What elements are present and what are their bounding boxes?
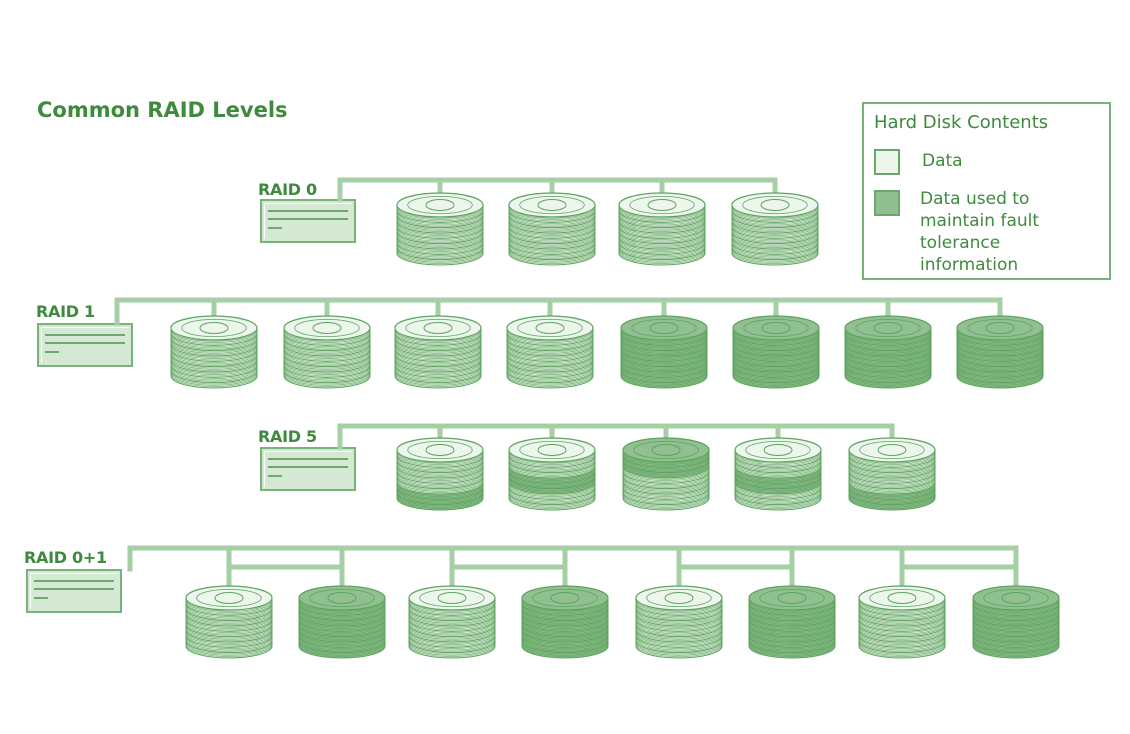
raid01-disk [521,585,609,659]
raid1-disk [170,315,258,389]
legend-label-fault: Data used to maintain fault tolerance in… [920,188,1039,276]
raid5-disk [848,437,936,511]
raid01-disk [858,585,946,659]
raid01-label: RAID 0+1 [24,548,107,567]
raid1-disk [506,315,594,389]
raid01-disk [408,585,496,659]
legend: Hard Disk Contents Data Data used to mai… [862,102,1111,280]
legend-fault-line-1: Data used to [920,189,1030,209]
legend-label-data: Data [922,151,963,171]
legend-swatch-fault [874,190,900,216]
raid0-disk [508,192,596,266]
raid0-label: RAID 0 [258,180,317,199]
legend-title: Hard Disk Contents [874,112,1049,133]
legend-fault-line-2: maintain fault [920,211,1040,231]
raid5-disk [508,437,596,511]
raid1-disk [844,315,932,389]
diagram-title: Common RAID Levels [37,98,288,122]
raid01-disk [748,585,836,659]
raid0-disk [618,192,706,266]
raid1-disk [732,315,820,389]
raid5-disk [734,437,822,511]
raid0-disk [731,192,819,266]
raid5-disk [396,437,484,511]
raid5-controller [260,447,356,491]
legend-fault-line-3: tolerance [920,233,1001,253]
raid1-disk [394,315,482,389]
raid01-disk [185,585,273,659]
raid01-controller [26,569,122,613]
raid01-disk [298,585,386,659]
raid1-controller [37,323,133,367]
raid1-disk [283,315,371,389]
raid5-label: RAID 5 [258,427,317,446]
raid0-controller [260,199,356,243]
legend-swatch-data [874,149,900,175]
raid1-disk [620,315,708,389]
raid1-disk [956,315,1044,389]
raid01-disk [972,585,1060,659]
raid1-label: RAID 1 [36,302,95,321]
raid5-disk [622,437,710,511]
disks [170,192,1060,659]
raid0-disk [396,192,484,266]
raid01-disk [635,585,723,659]
legend-fault-line-4: information [920,255,1019,275]
